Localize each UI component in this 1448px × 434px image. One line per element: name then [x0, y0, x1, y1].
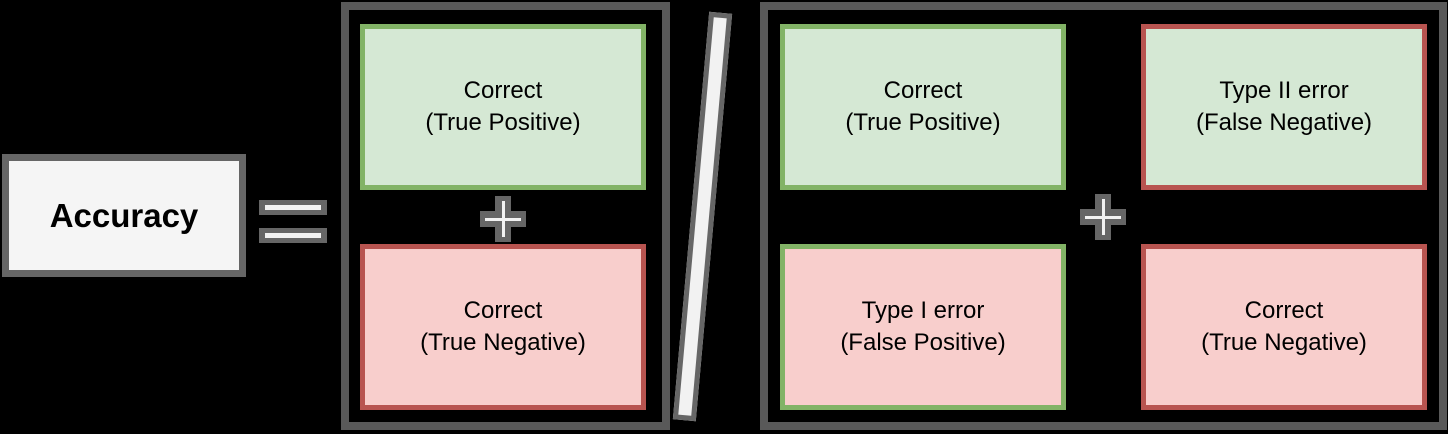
box-label-line1: Type II error — [1219, 77, 1349, 104]
numerator-plus-icon — [480, 196, 526, 242]
box-label-line1: Correct — [883, 77, 963, 104]
denominator-false-positive-box: Type I error (False Positive) — [780, 244, 1066, 410]
denominator-plus-icon — [1080, 194, 1126, 240]
accuracy-label: Accuracy — [49, 196, 199, 234]
equals-bottom-bar — [259, 228, 327, 243]
box-label-line2: (True Negative) — [1201, 329, 1367, 356]
box-label-line2: (True Positive) — [425, 109, 581, 136]
accuracy-label-box: Accuracy — [2, 154, 246, 277]
denominator-true-positive-box: Correct (True Positive) — [780, 24, 1066, 190]
equals-top-bar — [259, 200, 327, 215]
denominator-group: Correct (True Positive) Type II error (F… — [760, 2, 1447, 430]
box-label-line2: (False Positive) — [840, 329, 1006, 356]
numerator-true-negative-box: Correct (True Negative) — [360, 244, 646, 410]
numerator-group: Correct (True Positive) Correct (True Ne… — [341, 2, 670, 430]
box-label-line1: Correct — [1244, 297, 1324, 324]
box-label-line1: Type I error — [861, 297, 985, 324]
division-slash-icon — [672, 11, 733, 422]
box-label-line2: (False Negative) — [1195, 109, 1373, 136]
box-label-line1: Correct — [463, 77, 543, 104]
box-label-line1: Correct — [463, 297, 543, 324]
denominator-true-negative-box: Correct (True Negative) — [1141, 244, 1427, 410]
box-label-line2: (True Positive) — [845, 109, 1001, 136]
box-label-line2: (True Negative) — [420, 329, 586, 356]
denominator-false-negative-box: Type II error (False Negative) — [1141, 24, 1427, 190]
numerator-true-positive-box: Correct (True Positive) — [360, 24, 646, 190]
